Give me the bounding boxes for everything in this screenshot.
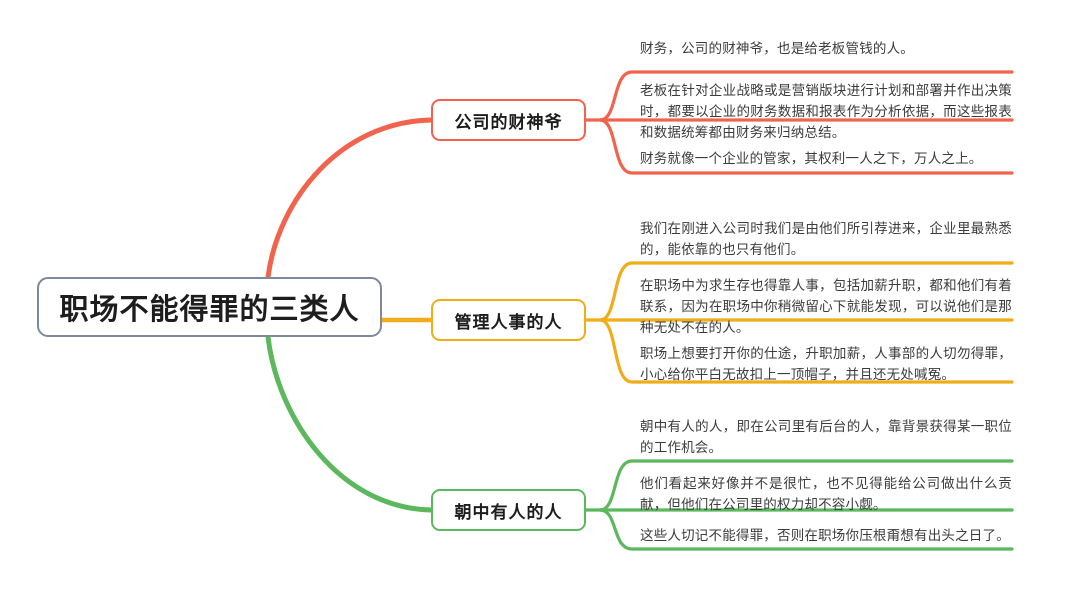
leaf-node-1-1[interactable]: 在职场中为求生存也得靠人事，包括加薪升职，都和他们有着联系，因为在职场中你稍微留…: [640, 275, 1012, 338]
leaf-node-0-2[interactable]: 财务就像一个企业的管家，其权利一人之下，万人之上。: [640, 148, 1012, 169]
root-node-label: 职场不能得罪的三类人: [59, 294, 360, 326]
leaf-node-2-1[interactable]: 他们看起来好像并不是很忙，也不见得能给公司做出什么贡献，但他们在公司里的权力却不…: [640, 473, 1012, 515]
leaf-node-1-0[interactable]: 我们在刚进入公司时我们是由他们所引荐进来，企业里最熟悉的，能依靠的也只有他们。: [640, 218, 1012, 260]
branch-connector-0: [265, 117, 434, 280]
leaf-node-1-2[interactable]: 职场上想要打开你的仕途，升职加薪，人事部的人切勿得罪，小心给你平白无故扣上一顶帽…: [640, 343, 1012, 385]
leaf-node-text: 朝中有人的人，即在公司里有后台的人，靠背景获得某一职位的工作机会。: [640, 419, 1012, 455]
leaf-node-0-1[interactable]: 老板在针对企业战略或是营销版块进行计划和部署并作出决策时，都要以企业的财务数据和…: [640, 80, 1012, 143]
leaf-node-text: 财务，公司的财神爷，也是给老板管钱的人。: [640, 41, 914, 56]
leaf-node-text: 我们在刚进入公司时我们是由他们所引荐进来，企业里最熟悉的，能依靠的也只有他们。: [640, 221, 1012, 257]
branch-node-1[interactable]: 管理人事的人: [431, 299, 586, 341]
branch-node-2[interactable]: 朝中有人的人: [431, 489, 586, 531]
leaf-node-text: 财务就像一个企业的管家，其权利一人之下，万人之上。: [640, 151, 983, 166]
leaf-node-text: 他们看起来好像并不是很忙，也不见得能给公司做出什么贡献，但他们在公司里的权力却不…: [640, 476, 1012, 512]
branch-connector-2: [265, 334, 434, 513]
branch-node-0[interactable]: 公司的财神爷: [431, 99, 586, 141]
root-node[interactable]: 职场不能得罪的三类人: [37, 277, 382, 337]
leaf-node-text: 在职场中为求生存也得靠人事，包括加薪升职，都和他们有着联系，因为在职场中你稍微留…: [640, 278, 1012, 335]
leaf-node-2-0[interactable]: 朝中有人的人，即在公司里有后台的人，靠背景获得某一职位的工作机会。: [640, 416, 1012, 458]
leaf-node-text: 这些人切记不能得罪，否则在职场你压根甭想有出头之日了。: [640, 528, 1010, 543]
leaf-node-text: 老板在针对企业战略或是营销版块进行计划和部署并作出决策时，都要以企业的财务数据和…: [640, 83, 1012, 140]
branch-node-label: 朝中有人的人: [454, 502, 563, 522]
leaf-node-2-2[interactable]: 这些人切记不能得罪，否则在职场你压根甭想有出头之日了。: [640, 525, 1012, 546]
leaf-node-0-0[interactable]: 财务，公司的财神爷，也是给老板管钱的人。: [640, 38, 1012, 59]
branch-node-label: 管理人事的人: [454, 312, 563, 332]
branch-node-label: 公司的财神爷: [454, 112, 563, 132]
leaf-node-text: 职场上想要打开你的仕途，升职加薪，人事部的人切勿得罪，小心给你平白无故扣上一顶帽…: [640, 346, 1012, 382]
